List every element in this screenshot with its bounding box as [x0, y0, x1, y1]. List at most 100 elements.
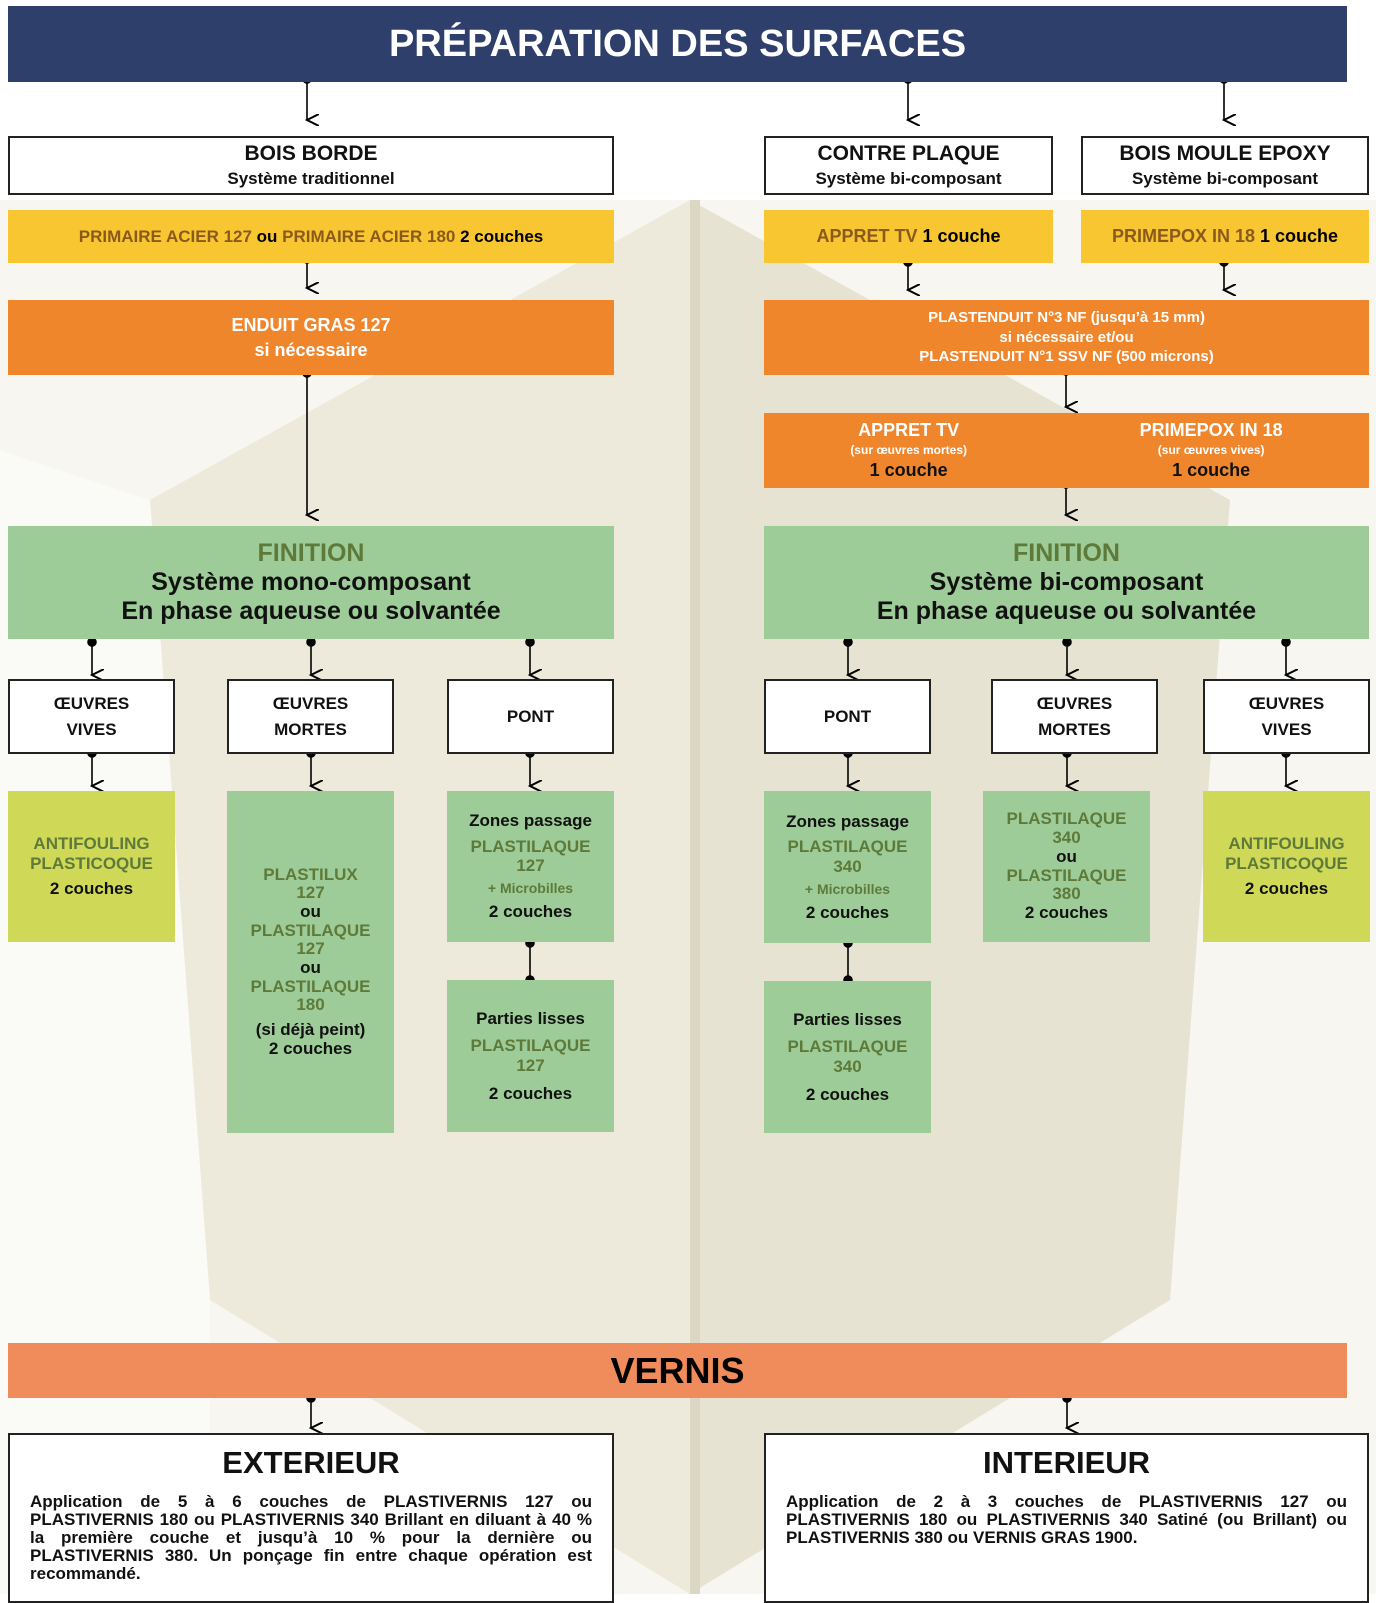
- exterieur-text: Application de 5 à 6 couches de PLASTIVE…: [30, 1491, 592, 1584]
- left-pont-zones-box: Zones passage PLASTILAQUE 127 + Microbil…: [447, 791, 614, 942]
- page-title: PRÉPARATION DES SURFACES: [388, 22, 967, 65]
- plastenduit-line-1: PLASTENDUIT N°3 NF (jusqu’à 15 mm): [928, 308, 1205, 328]
- product-name: PLASTILUX: [263, 864, 358, 884]
- couches-label: 2 couches: [268, 1038, 353, 1058]
- product-number: 340: [833, 1057, 862, 1076]
- ou-label: ou: [300, 901, 321, 921]
- left-pont: PONT: [447, 679, 614, 754]
- primepox-vives-couches: 1 couche: [1172, 460, 1251, 481]
- product-number: 340: [1052, 828, 1081, 848]
- zone-label: PONT: [823, 706, 872, 726]
- finition-right-title: FINITION: [1013, 539, 1120, 568]
- product-name: ANTIFOULING: [33, 834, 150, 854]
- appret-tv-box: APPRET TV 1 couche: [764, 210, 1053, 263]
- primaire-ou: ou: [251, 226, 283, 246]
- finition-left-box: FINITION Système mono-composant En phase…: [8, 526, 614, 639]
- plastenduit-3-note: (jusqu’à 15 mm): [1086, 309, 1205, 327]
- couches-label: 2 couches: [805, 1084, 890, 1104]
- zone-title: Parties lisses: [476, 1008, 585, 1028]
- zone-label: MORTES: [274, 719, 347, 739]
- contre-plaque-box: CONTRE PLAQUE Système bi-composant: [764, 136, 1053, 195]
- plastenduit-3: PLASTENDUIT N°3 NF: [928, 309, 1087, 327]
- couches-label: 2 couches: [488, 1083, 573, 1103]
- primepox-vives: PRIMEPOX IN 18 (sur œuvres vives) 1 couc…: [1140, 420, 1283, 481]
- product-number: 127: [516, 1056, 545, 1075]
- product-name: PLASTILAQUE: [470, 836, 591, 856]
- vernis-title: VERNIS: [610, 1349, 745, 1391]
- finition-right-box: FINITION Système bi-composant En phase a…: [764, 526, 1369, 639]
- primepox-couches: 1 couche: [1255, 226, 1339, 247]
- zone-title: Parties lisses: [793, 1009, 902, 1029]
- bois-borde-box: BOIS BORDE Système traditionnel: [8, 136, 614, 195]
- product-number: 340: [833, 856, 862, 876]
- left-oeuvres-mortes: ŒUVRES MORTES: [227, 679, 394, 754]
- bois-moule-title: BOIS MOULE EPOXY: [1119, 142, 1331, 166]
- enduit-name: ENDUIT GRAS 127: [231, 314, 391, 335]
- appret-mortes-note: (sur œuvres mortes): [850, 442, 968, 457]
- zone-label: MORTES: [1038, 719, 1111, 739]
- primaire-couches: 2 couches: [455, 226, 544, 246]
- finition-left-line2: En phase aqueuse ou solvantée: [121, 596, 501, 625]
- enduit-box: ENDUIT GRAS 127 si nécessaire: [8, 300, 614, 375]
- primaire-box: PRIMAIRE ACIER 127 ou PRIMAIRE ACIER 180…: [8, 210, 614, 263]
- product-name: PLASTILAQUE: [250, 976, 371, 996]
- contre-plaque-subtitle: Système bi-composant: [815, 169, 1002, 189]
- left-antifouling-box: ANTIFOULING PLASTICOQUE 2 couches: [8, 791, 175, 942]
- appret-mortes: APPRET TV (sur œuvres mortes) 1 couche: [850, 420, 967, 481]
- appret-tv-couches: 1 couche: [917, 226, 1001, 247]
- zone-label: VIVES: [66, 719, 117, 739]
- interieur-text: Application de 2 à 3 couches de PLASTIVE…: [786, 1491, 1347, 1548]
- product-number: 127: [296, 939, 325, 959]
- appret-tv-name: APPRET TV: [816, 226, 918, 247]
- product-name: PLASTICOQUE: [1225, 853, 1348, 873]
- plastenduit-box: PLASTENDUIT N°3 NF (jusqu’à 15 mm) si né…: [764, 300, 1369, 375]
- vernis-banner: VERNIS: [8, 1343, 1347, 1398]
- primaire-180: PRIMAIRE ACIER 180: [282, 226, 456, 246]
- zone-label: PONT: [506, 706, 555, 726]
- left-pont-lisses-box: Parties lisses PLASTILAQUE 127 2 couches: [447, 980, 614, 1132]
- plastenduit-line-3: PLASTENDUIT N°1 SSV NF (500 microns): [919, 347, 1213, 367]
- finition-right-line2: En phase aqueuse ou solvantée: [876, 596, 1257, 625]
- appret-mortes-name: APPRET TV: [858, 419, 960, 440]
- zone-label: ŒUVRES: [272, 694, 349, 713]
- microbilles-label: + Microbilles: [804, 880, 891, 897]
- product-number: 380: [1052, 884, 1081, 904]
- product-name: PLASTILAQUE: [1006, 809, 1127, 829]
- couches-label: 2 couches: [49, 879, 134, 899]
- finition-right-line1: Système bi-composant: [929, 568, 1204, 597]
- bois-moule-subtitle: Système bi-composant: [1131, 169, 1319, 189]
- zone-title: Zones passage: [786, 811, 909, 831]
- left-oeuvres-vives: ŒUVRES VIVES: [8, 679, 175, 754]
- product-name: ANTIFOULING: [1228, 834, 1345, 854]
- right-pont: PONT: [764, 679, 931, 754]
- interieur-title: INTERIEUR: [982, 1445, 1151, 1480]
- zone-title: Zones passage: [469, 811, 592, 831]
- product-number: 180: [296, 995, 325, 1015]
- exterieur-box: EXTERIEUR Application de 5 à 6 couches d…: [8, 1433, 614, 1603]
- plastenduit-1-note: (500 microns): [1111, 348, 1214, 366]
- plastenduit-or: si nécessaire et/ou: [999, 328, 1134, 346]
- right-antifouling-box: ANTIFOULING PLASTICOQUE 2 couches: [1203, 791, 1370, 942]
- product-name: PLASTILAQUE: [470, 1036, 591, 1056]
- right-pont-lisses-box: Parties lisses PLASTILAQUE 340 2 couches: [764, 981, 931, 1133]
- primepox-box: PRIMEPOX IN 18 1 couche: [1081, 210, 1369, 263]
- product-name: PLASTILAQUE: [787, 837, 908, 857]
- exterieur-title: EXTERIEUR: [222, 1445, 400, 1480]
- microbilles-label: + Microbilles: [487, 880, 574, 896]
- interieur-box: INTERIEUR Application de 2 à 3 couches d…: [764, 1433, 1369, 1603]
- bois-borde-subtitle: Système traditionnel: [227, 169, 395, 189]
- couches-label: 2 couches: [1024, 902, 1109, 922]
- product-name: PLASTILAQUE: [1006, 865, 1127, 885]
- ou-label: ou: [300, 958, 321, 977]
- primaire-127: PRIMAIRE ACIER 127: [78, 226, 252, 246]
- product-number: 127: [516, 856, 545, 876]
- couches-label: 2 couches: [488, 902, 573, 922]
- header-banner: PRÉPARATION DES SURFACES: [8, 6, 1347, 82]
- finition-left-title: FINITION: [257, 539, 365, 568]
- zone-label: ŒUVRES: [1248, 694, 1325, 713]
- note-label: (si déjà peint): [255, 1020, 366, 1040]
- zone-label: VIVES: [1261, 719, 1312, 739]
- appret-mortes-couches: 1 couche: [869, 460, 948, 481]
- contre-plaque-title: CONTRE PLAQUE: [817, 142, 1000, 166]
- primepox-name: PRIMEPOX IN 18: [1111, 226, 1255, 247]
